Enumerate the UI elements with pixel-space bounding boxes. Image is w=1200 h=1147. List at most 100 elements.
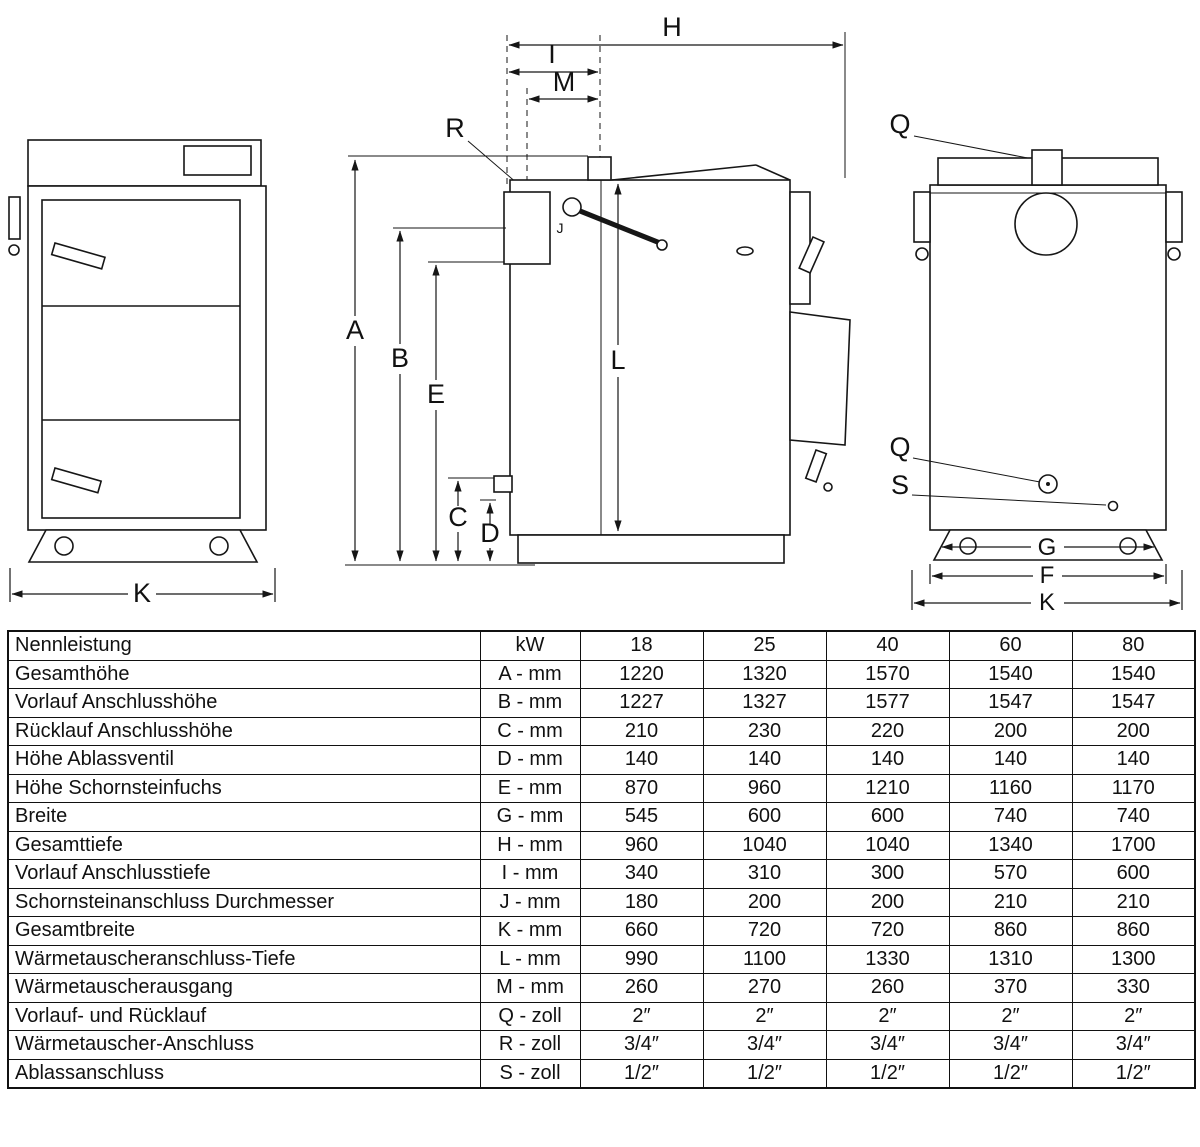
- row-value: 545: [579, 802, 704, 832]
- row-value: 600: [702, 802, 827, 832]
- row-value: 1577: [825, 688, 950, 718]
- table-row: Wärmetauscheranschluss-Tiefe L - mm 990 …: [7, 944, 1196, 974]
- row-dim: I - mm: [479, 859, 581, 889]
- row-value: 1340: [948, 830, 1073, 860]
- row-value: 1040: [825, 830, 950, 860]
- row-value: 1700: [1071, 830, 1196, 860]
- row-value: 2″: [579, 1001, 704, 1031]
- row-value: 260: [579, 973, 704, 1003]
- handle-side-bottom: [804, 448, 828, 483]
- row-label: Wärmetauscheranschluss-Tiefe: [7, 944, 481, 974]
- dim-label-j: J: [557, 220, 564, 236]
- row-dim: R - zoll: [479, 1030, 581, 1060]
- lever-knob: [656, 239, 668, 251]
- dim-label-c: C: [448, 502, 468, 532]
- row-label: Höhe Ablassventil: [7, 745, 481, 775]
- row-label: Vorlauf- und Rücklauf: [7, 1001, 481, 1031]
- dim-label-m: M: [553, 67, 576, 97]
- row-label: Gesamthöhe: [7, 659, 481, 689]
- row-value: 140: [825, 745, 950, 775]
- lever-pivot: [562, 197, 582, 217]
- row-value: 600: [1071, 859, 1196, 889]
- row-value: 1/2″: [579, 1058, 704, 1089]
- row-dim: K - mm: [479, 916, 581, 946]
- row-dim: S - zoll: [479, 1058, 581, 1089]
- row-value: 200: [1071, 716, 1196, 746]
- table-header-row: Nennleistung kW 18 25 40 60 80: [7, 630, 1196, 661]
- dim-d: D: [480, 502, 500, 562]
- row-value: 1170: [1071, 773, 1196, 803]
- table-row: Wärmetauscher-Anschluss R - zoll 3/4″ 3/…: [7, 1030, 1196, 1060]
- row-label: Gesamtbreite: [7, 916, 481, 946]
- row-label: Breite: [7, 802, 481, 832]
- dim-label-h: H: [662, 12, 682, 42]
- row-value: 370: [948, 973, 1073, 1003]
- row-value: 960: [579, 830, 704, 860]
- foot-left: [54, 536, 74, 556]
- dim-label-i: I: [548, 39, 556, 69]
- row-value: 1540: [948, 659, 1073, 689]
- row-dim: M - mm: [479, 973, 581, 1003]
- row-value: 1/2″: [825, 1058, 950, 1089]
- row-value: 140: [1071, 745, 1196, 775]
- row-value: 140: [579, 745, 704, 775]
- row-value: 570: [948, 859, 1073, 889]
- row-value: 1100: [702, 944, 827, 974]
- table-row: Wärmetauscherausgang M - mm 260 270 260 …: [7, 973, 1196, 1003]
- row-dim: G - mm: [479, 802, 581, 832]
- drain-valve: [493, 475, 513, 493]
- table-row: Höhe Ablassventil D - mm 140 140 140 140…: [7, 745, 1196, 775]
- dim-a: A: [346, 159, 364, 562]
- row-value: 310: [702, 859, 827, 889]
- dim-k-front: K: [9, 568, 276, 608]
- row-value: 1227: [579, 688, 704, 718]
- row-value: 1540: [1071, 659, 1196, 689]
- dimensions-table: Nennleistung kW 18 25 40 60 80 Gesamthöh…: [7, 630, 1196, 1089]
- dim-label-g: G: [1038, 534, 1057, 561]
- row-value: 3/4″: [825, 1030, 950, 1060]
- row-label: Ablassanschluss: [7, 1058, 481, 1089]
- row-label: Vorlauf Anschlusstiefe: [7, 859, 481, 889]
- front-view: K: [8, 139, 276, 608]
- row-value: 1300: [1071, 944, 1196, 974]
- header-label: Nennleistung: [7, 630, 481, 661]
- hinge-back-left: [913, 191, 931, 243]
- foot-back-right: [1119, 537, 1137, 555]
- dim-e: E: [427, 264, 445, 562]
- row-value: 220: [825, 716, 950, 746]
- table-row: Gesamthöhe A - mm 1220 1320 1570 1540 15…: [7, 659, 1196, 689]
- door-knob-bottom: [823, 482, 833, 492]
- hinge-pin: [8, 244, 20, 256]
- table-row: Vorlauf Anschlusstiefe I - mm 340 310 30…: [7, 859, 1196, 889]
- row-dim: C - mm: [479, 716, 581, 746]
- foot-right: [209, 536, 229, 556]
- header-column: 18: [579, 630, 704, 661]
- row-value: 210: [948, 887, 1073, 917]
- chimney-stub-back: [1031, 149, 1063, 186]
- row-value: 340: [579, 859, 704, 889]
- door-side: [789, 311, 851, 446]
- row-dim: J - mm: [479, 887, 581, 917]
- row-value: 3/4″: [1071, 1030, 1196, 1060]
- row-label: Gesamttiefe: [7, 830, 481, 860]
- callout-q-side: Q: [889, 432, 1058, 494]
- row-value: 1310: [948, 944, 1073, 974]
- dim-c: C: [448, 480, 468, 562]
- dim-h: H: [508, 12, 844, 49]
- dim-label-r: R: [445, 113, 465, 143]
- row-value: 1570: [825, 659, 950, 689]
- row-value: 2″: [1071, 1001, 1196, 1031]
- row-value: 3/4″: [948, 1030, 1073, 1060]
- dim-b: B: [391, 230, 409, 562]
- row-value: 210: [579, 716, 704, 746]
- hinge-pin-back-right: [1167, 247, 1181, 261]
- row-dim: L - mm: [479, 944, 581, 974]
- row-value: 210: [1071, 887, 1196, 917]
- table-row: Vorlauf- und Rücklauf Q - zoll 2″ 2″ 2″ …: [7, 1001, 1196, 1031]
- flue-opening: [1014, 192, 1078, 256]
- technical-drawing: K H I M R: [8, 12, 1183, 616]
- dim-label-e: E: [427, 379, 445, 409]
- row-value: 990: [579, 944, 704, 974]
- row-dim: H - mm: [479, 830, 581, 860]
- row-label: Wärmetauscher-Anschluss: [7, 1030, 481, 1060]
